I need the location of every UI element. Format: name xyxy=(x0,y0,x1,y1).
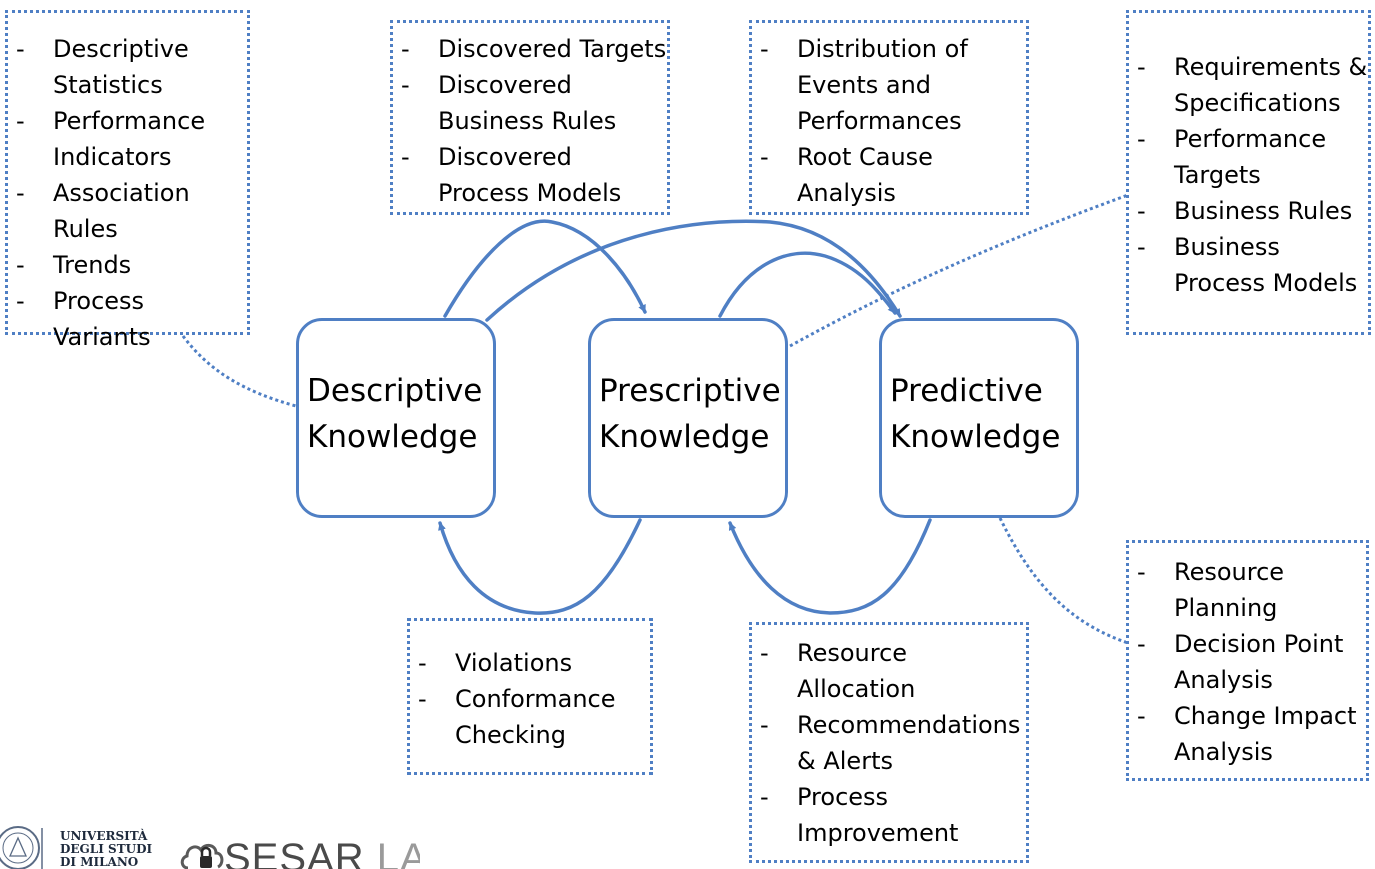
node-label-line1: Predictive xyxy=(890,373,1043,409)
cloud-lock-icon xyxy=(180,844,224,869)
lab-suffix: LAB xyxy=(376,836,420,869)
university-seal-icon xyxy=(0,826,43,869)
callout-item: Resource Planning xyxy=(1129,554,1366,626)
node-label-line2: Knowledge xyxy=(599,419,770,455)
university-line: DI MILANO xyxy=(60,855,139,869)
callout-item: Performance Indicators xyxy=(8,103,247,175)
university-name: UNIVERSITÀ DEGLI STUDI DI MILANO xyxy=(60,830,152,869)
callout-item: Descriptive Statistics xyxy=(8,31,247,103)
node-label-line2: Knowledge xyxy=(307,419,478,455)
callout-item: Performance Targets xyxy=(1129,121,1368,193)
callout-item: Discovered Business Rules xyxy=(393,67,667,139)
footer-logos: UNIVERSITÀ DEGLI STUDI DI MILANO SESAR L… xyxy=(0,818,420,869)
callout-item: Association Rules xyxy=(8,175,247,247)
callout-item: Process Improvement xyxy=(752,779,1026,851)
node-label-line2: Knowledge xyxy=(890,419,1061,455)
node-label-line1: Descriptive xyxy=(307,373,483,409)
recommendations-callout: Resource Allocation Recommendations & Al… xyxy=(749,622,1029,863)
descriptive-outputs-callout: Descriptive Statistics Performance Indic… xyxy=(5,10,250,351)
conformance-callout: Violations Conformance Checking xyxy=(407,618,653,775)
callout-item: Resource Allocation xyxy=(752,635,1026,707)
discovery-callout: Discovered Targets Discovered Business R… xyxy=(390,20,670,215)
prescriptive-inputs-callout: Requirements & Specifications Performanc… xyxy=(1126,10,1371,335)
callout-item: Conformance Checking xyxy=(410,681,650,753)
university-line: UNIVERSITÀ xyxy=(60,829,148,843)
callout-item: Distribution of Events and Performances xyxy=(752,31,1026,139)
callout-item: Decision Point Analysis xyxy=(1129,626,1366,698)
university-line: DEGLI STUDI xyxy=(60,842,153,856)
callout-item: Process Variants xyxy=(8,283,247,355)
leader-prescriptive xyxy=(789,193,1129,348)
callout-item: Business Rules xyxy=(1129,193,1368,229)
callout-item: Requirements & Specifications xyxy=(1129,49,1368,121)
descriptive-knowledge-node: Descriptive Knowledge xyxy=(296,318,496,518)
callout-item: Violations xyxy=(410,645,650,681)
sesar-lab-wordmark: SESAR LAB xyxy=(224,838,420,869)
callout-item: Discovered Targets xyxy=(393,31,667,67)
callout-item: Trends xyxy=(8,247,247,283)
arrow-prescriptive-to-predictive xyxy=(718,251,897,318)
arrow-prescriptive-to-descriptive xyxy=(438,518,642,615)
callout-item: Recommendations & Alerts xyxy=(752,707,1026,779)
leader-predictive xyxy=(998,517,1129,645)
prescriptive-knowledge-node: Prescriptive Knowledge xyxy=(588,318,788,518)
sesar-name: SESAR xyxy=(224,836,365,869)
predictive-knowledge-node: Predictive Knowledge xyxy=(879,318,1079,518)
distribution-callout: Distribution of Events and Performances … xyxy=(749,20,1029,215)
arrow-descriptive-to-prescriptive xyxy=(443,219,647,318)
callout-item: Business Process Models xyxy=(1129,229,1368,301)
callout-item: Root Cause Analysis xyxy=(752,139,1026,211)
arrow-predictive-to-prescriptive xyxy=(728,518,932,615)
node-label-line1: Prescriptive xyxy=(599,373,781,409)
callout-item: Change Impact Analysis xyxy=(1129,698,1366,770)
predictive-outputs-callout: Resource Planning Decision Point Analysi… xyxy=(1126,540,1369,781)
callout-item: Discovered Process Models xyxy=(393,139,667,211)
arrow-descriptive-to-predictive xyxy=(485,219,902,322)
